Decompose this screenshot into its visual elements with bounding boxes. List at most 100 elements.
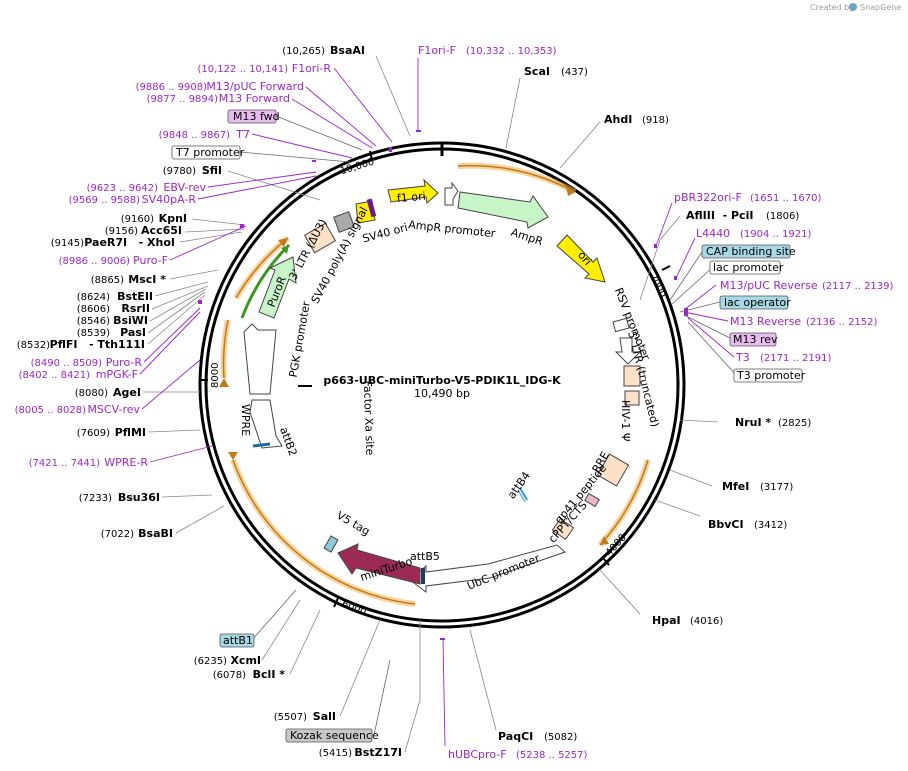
tag-box: [219, 633, 255, 648]
factor-xa-label: Factor Xa site: [361, 380, 377, 455]
enzyme-pos: (918): [642, 115, 669, 126]
enzyme-name: BsiWI: [113, 314, 148, 327]
enzyme-leader-lines: [143, 55, 719, 753]
credit-brand: SnapGene: [860, 3, 901, 12]
tag-cap-site: CAP binding site: [706, 245, 796, 258]
enzyme-pos: (8539): [77, 328, 110, 339]
enzyme-name: SfiI: [202, 164, 222, 177]
primer-leader-lines: [139, 58, 735, 747]
primer-pos: (10,122 .. 10,141): [198, 64, 289, 75]
primer-pos: (2117 .. 2139): [822, 281, 894, 292]
primer-pos: (7421 .. 7441): [29, 458, 101, 469]
tag-box: [227, 109, 277, 124]
enzyme-name: Acc65I: [141, 224, 182, 237]
enzymes-right: ScaI (437) AhdI (918) AflIII - PciI (180…: [498, 65, 811, 743]
tag-box: [285, 728, 373, 743]
tag-box: [709, 260, 781, 275]
pgk-promoter-arrow: [243, 323, 277, 395]
tag-t3-promoter: T3 promoter: [736, 369, 806, 382]
primer-name: M13 Reverse: [730, 315, 801, 328]
primer-name: M13/pUC Reverse: [720, 279, 818, 292]
enzyme-pos: (8546): [77, 316, 110, 327]
rre-box: [596, 453, 630, 487]
primer-name: WPRE-R: [104, 456, 148, 469]
enzyme-name: PasI: [120, 326, 146, 339]
tag-box: [719, 295, 789, 310]
attb2-label: attB2: [277, 425, 299, 458]
enzyme-name: AhdI: [604, 113, 632, 126]
enzyme-pos: (9145): [51, 238, 84, 249]
ltr3-box: [303, 222, 337, 254]
enzyme-name: RsrII: [121, 302, 150, 315]
snapgene-logo-icon: [849, 3, 857, 11]
primer-name: pBR322ori-F: [674, 191, 742, 204]
enzyme-pos: (8532): [17, 340, 50, 351]
enzyme-name: XcmI: [230, 654, 261, 667]
primer-name: Puro-F: [133, 254, 168, 267]
enzyme-pos: (9156): [105, 226, 138, 237]
wpre-label: WPRE: [239, 404, 252, 436]
primer-name: T7: [235, 128, 250, 141]
primer-pos: (2136 .. 2152): [806, 317, 878, 328]
hiv-box: [624, 390, 640, 406]
tag-t7-promoter: T7 promoter: [175, 146, 245, 159]
enzyme-pos: (6078): [213, 670, 246, 681]
primer-pos: (8402 .. 8421): [19, 370, 91, 381]
primer-pos: (1651 .. 1670): [750, 193, 822, 204]
enzyme-pos: (5415): [319, 748, 352, 759]
primer-hubcpro-f-name: hUBCpro-F: [448, 748, 507, 761]
enzyme-name: PaeR7I - XhoI: [84, 236, 175, 249]
enzyme-pos: (1806): [766, 211, 799, 222]
enzyme-name: ScaI: [524, 65, 550, 78]
orange-arc-heads: [219, 186, 609, 545]
enzyme-pos: (7609): [77, 428, 110, 439]
primer-pos: (8005 .. 8028): [15, 405, 87, 416]
enzyme-name: NruI *: [735, 416, 771, 429]
credit-text: Created by: [810, 3, 854, 12]
enzyme-pos: (3412): [754, 520, 787, 531]
enzyme-name: BclI *: [253, 668, 286, 681]
ampr-promoter-label: AmpR promoter: [408, 218, 497, 240]
enzyme-name: BsaBI: [138, 527, 173, 540]
primer-name: T3: [735, 351, 750, 364]
ampr-label: AmpR: [509, 226, 545, 249]
tag-box: [729, 332, 777, 347]
tag-box: [701, 244, 791, 259]
enzyme-pos: (8624): [77, 292, 110, 303]
enzyme-name: AgeI: [113, 386, 141, 399]
tick-label: 2000: [647, 272, 669, 300]
enzyme-pos: (437): [561, 67, 588, 78]
ori-arrow: [556, 234, 606, 283]
primer-f1ori-f-name: F1ori-F: [418, 44, 456, 57]
enzyme-pos: (7233): [79, 493, 112, 504]
puror-outer-head: [281, 245, 289, 254]
primer-name: M13/pUC Forward: [206, 80, 304, 93]
enzyme-name: Bsu36I: [118, 491, 160, 504]
puror-arrow: [258, 256, 297, 319]
polya-box: [333, 211, 355, 233]
tag-lac-operator: lac operator: [724, 296, 791, 309]
primer-hubcpro-f-pos: (5238 .. 5257): [516, 750, 588, 761]
enzyme-pos: (9780): [163, 166, 196, 177]
primer-pos: (8490 .. 8509): [31, 358, 103, 369]
enzyme-name: PflMI: [115, 426, 146, 439]
primer-name: mPGK-F: [96, 368, 138, 381]
ltr5-box: [623, 365, 641, 387]
v5-tag-label: V5 tag: [334, 509, 372, 538]
rsv-box: [612, 317, 630, 333]
primer-pos: (9623 .. 9642): [87, 183, 159, 194]
primers-right: pBR322ori-F (1651 .. 1670) L4440 (1904 .…: [674, 191, 894, 364]
enzyme-name: SalI: [313, 710, 336, 723]
cppt-box: [551, 517, 575, 541]
enzyme-name: MscI *: [128, 273, 166, 286]
boxed-tags: M13 fwd T7 promoter CAP binding site lac…: [171, 109, 806, 743]
primer-name: EBV-rev: [163, 181, 206, 194]
ampr-promoter-arrow: [444, 181, 459, 206]
enzyme-name: AflIII - PciI: [686, 209, 753, 222]
primer-ticks: [198, 130, 688, 640]
plasmid-name: p663-UBC-miniTurbo-V5-PDIK1L_IDG-K: [323, 374, 561, 387]
enzyme-pos: (4016): [690, 616, 723, 627]
enzyme-name: BbvCI: [708, 518, 744, 531]
feature-arrows: [243, 178, 642, 593]
small-sites: [252, 198, 528, 584]
